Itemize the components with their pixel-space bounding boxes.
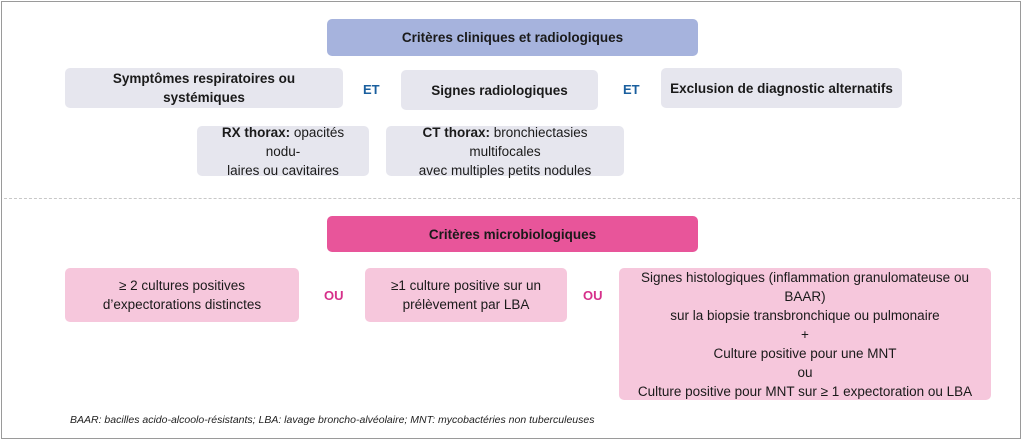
option-histology: Signes histologiques (inflammation granu… — [619, 268, 991, 400]
rx-thorax-description: opacités nodu- laires ou cavitaires — [227, 124, 345, 178]
rx-thorax-text: RX thorax: opacités nodu- laires ou cavi… — [205, 123, 361, 180]
exclusion-label: Exclusion de diagnostic alternatifs — [670, 80, 893, 96]
rx-thorax-box: RX thorax: opacités nodu- laires ou cavi… — [197, 125, 369, 178]
footnote: BAAR: bacilles acido-alcoolo-résistants;… — [70, 414, 595, 426]
rx-thorax-label: RX thorax: — [221, 124, 291, 140]
symptoms-box: Symptômes respiratoires ou systémiques — [65, 68, 343, 108]
microbiological-criteria-header: Critères microbiologiques — [327, 216, 698, 252]
ct-thorax-label: CT thorax: — [422, 124, 490, 140]
microbiological-criteria-header-label: Critères microbiologiques — [428, 226, 597, 242]
ct-thorax-description: bronchiectasies multifocales avec multip… — [418, 124, 592, 178]
exclusion-box: Exclusion de diagnostic alternatifs — [661, 68, 902, 108]
clinical-criteria-header-label: Critères cliniques et radiologiques — [401, 30, 624, 45]
radiological-signs-label: Signes radiologiques — [431, 82, 568, 98]
option-cultures-expectoration: ≥ 2 cultures positives d’expectorations … — [65, 268, 299, 322]
ct-thorax-box: CT thorax: bronchiectasies multifocales … — [386, 125, 624, 178]
connector-ou-2: OU — [583, 288, 603, 303]
clinical-criteria-header: Critères cliniques et radiologiques — [327, 19, 698, 56]
connector-et-2: ET — [623, 82, 640, 97]
section-divider — [4, 198, 1020, 199]
connector-et-1: ET — [363, 82, 380, 97]
option-culture-lba: ≥1 culture positive sur un prélèvement p… — [365, 268, 567, 322]
ct-thorax-text: CT thorax: bronchiectasies multifocales … — [394, 123, 616, 180]
symptoms-label: Symptômes respiratoires ou systémiques — [112, 71, 296, 105]
connector-ou-1: OU — [324, 288, 344, 303]
radiological-signs-box: Signes radiologiques — [401, 70, 598, 110]
